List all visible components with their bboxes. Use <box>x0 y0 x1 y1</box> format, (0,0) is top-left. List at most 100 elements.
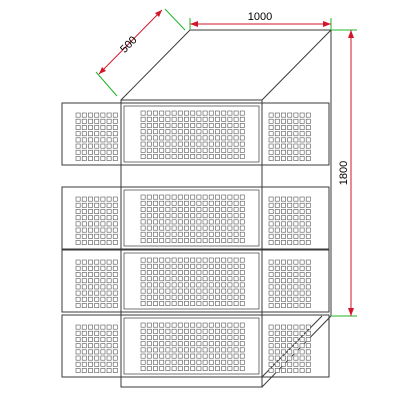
perforation-hole <box>215 147 220 153</box>
perforation-hole <box>94 112 100 118</box>
perforation-hole <box>177 213 183 219</box>
perforation-hole <box>153 359 158 365</box>
perforation-hole <box>75 349 81 355</box>
perforation-hole <box>281 209 286 214</box>
perforation-hole <box>171 129 177 135</box>
perforation-hole <box>165 194 171 200</box>
perforation-hole <box>88 202 93 208</box>
perforation-hole <box>146 366 152 371</box>
perforation-hole <box>287 118 293 124</box>
perforation-hole <box>287 202 293 208</box>
perforation-hole <box>299 330 305 336</box>
perforation-hole <box>100 259 106 265</box>
perforation-hole <box>100 209 106 214</box>
perforation-hole <box>146 154 152 159</box>
perforation-hole <box>233 335 239 340</box>
perforation-hole <box>190 135 196 141</box>
perforation-hole <box>305 118 311 124</box>
perforation-hole <box>196 341 202 347</box>
perforation-hole <box>196 322 202 328</box>
perforation-hole <box>112 265 118 271</box>
perforation-hole <box>171 213 177 219</box>
perforation-hole <box>268 343 274 349</box>
perforation-hole <box>140 276 146 282</box>
height-arrow-bottom <box>348 308 354 316</box>
panel-tier <box>61 102 330 166</box>
perforation-hole <box>268 337 274 342</box>
perforation-hole <box>190 194 196 200</box>
perforation-hole <box>75 284 81 290</box>
perforation-hole <box>171 366 177 371</box>
perforation-hole <box>153 141 158 147</box>
height-label: 1800 <box>338 161 350 185</box>
perforation-hole <box>88 272 93 277</box>
perforation-hole <box>305 303 311 308</box>
perforation-hole <box>268 296 274 302</box>
perforation-hole <box>293 296 299 302</box>
perforation-hole <box>75 215 81 221</box>
perforation-hole <box>227 238 233 243</box>
perforation-hole <box>75 361 81 367</box>
perforation-hole <box>215 301 220 306</box>
perforation-hole <box>202 347 208 353</box>
perforation-hole <box>177 301 183 306</box>
perforation-hole <box>221 207 227 212</box>
perforation-hole <box>274 233 280 239</box>
perforation-hole <box>305 272 311 277</box>
perforation-hole <box>75 227 81 233</box>
perforation-hole <box>227 294 233 300</box>
perforation-hole <box>239 276 245 282</box>
perforation-hole <box>177 207 183 212</box>
perforation-hole <box>153 270 158 275</box>
perforation-hole <box>208 353 214 359</box>
perforation-hole <box>190 263 196 269</box>
top-face-outline <box>120 29 332 316</box>
perforation-hole <box>215 353 220 359</box>
perforation-hole <box>81 137 87 143</box>
perforation-hole <box>293 118 299 124</box>
perforation-hole <box>202 238 208 243</box>
perforation-hole <box>305 196 311 202</box>
perforation-hole <box>305 156 311 161</box>
perforation-hole <box>146 263 152 269</box>
perforation-hole <box>227 147 233 153</box>
perforation-hole <box>202 301 208 306</box>
perforation-hole <box>146 116 152 122</box>
perforation-hole <box>140 328 146 334</box>
perforation-hole <box>75 278 81 284</box>
perforation-hole <box>202 225 208 231</box>
perforation-hole <box>153 301 158 306</box>
perforation-hole <box>165 257 171 263</box>
perforation-hole <box>94 196 100 202</box>
perforation-hole <box>233 231 239 237</box>
perforation-hole <box>140 366 146 371</box>
perforation-hole <box>159 341 165 347</box>
perforation-hole <box>196 207 202 212</box>
perforation-hole <box>140 225 146 231</box>
perforation-hole <box>215 154 220 159</box>
perforation-hole <box>202 276 208 282</box>
perforation-hole <box>268 368 274 373</box>
perforation-hole <box>233 141 239 147</box>
perforation-hole <box>274 296 280 302</box>
perforation-hole <box>146 110 152 116</box>
perforation-hole <box>159 328 165 334</box>
perforation-hole <box>140 200 146 206</box>
perforation-hole <box>190 207 196 212</box>
perforation-hole <box>140 263 146 269</box>
perforation-hole <box>227 257 233 263</box>
perforation-hole <box>112 118 118 124</box>
perforation-hole <box>81 202 87 208</box>
dimension-annotations: 500 1000 1800 <box>95 8 357 317</box>
perforation-hole <box>299 240 305 245</box>
perforation-hole <box>165 238 171 243</box>
perforation-hole <box>140 116 146 122</box>
perforation-hole <box>146 294 152 300</box>
perforation-hole <box>81 118 87 124</box>
perforation-hole <box>171 347 177 353</box>
perforation-hole <box>299 137 305 143</box>
height-arrow-top <box>348 30 354 38</box>
perforation-hole <box>305 368 311 373</box>
perforation-hole <box>239 347 245 353</box>
perforation-hole <box>94 343 100 349</box>
